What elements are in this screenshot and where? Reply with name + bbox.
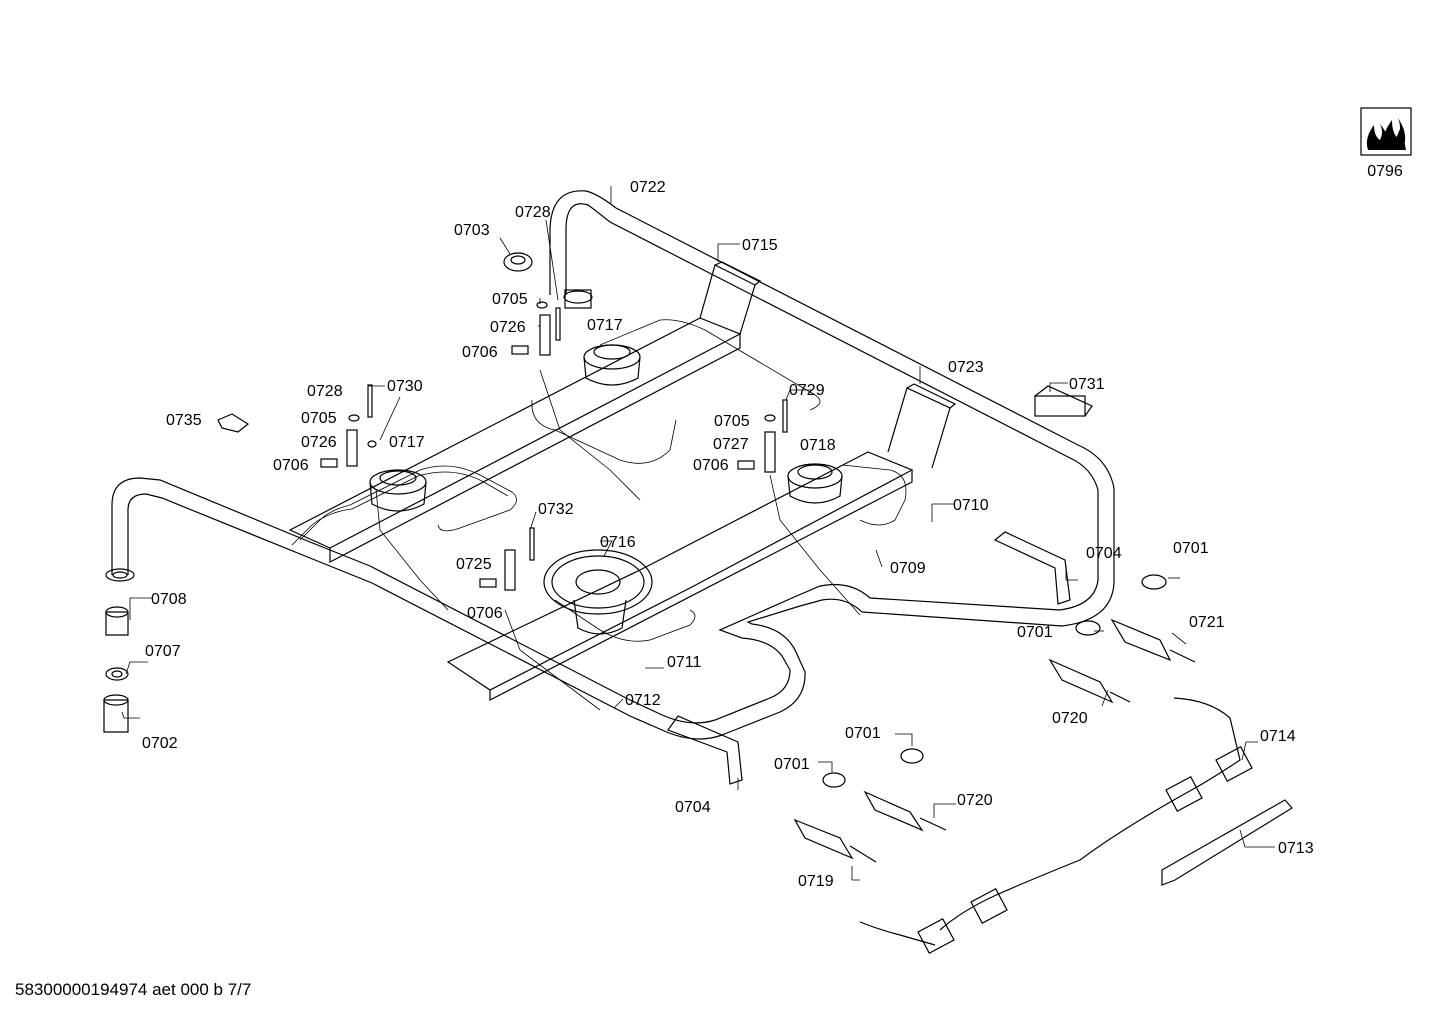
nozzle-parts	[217, 252, 1167, 788]
callout-label: 0701	[845, 725, 881, 742]
callout-label: 0729	[789, 382, 825, 399]
callout-label: 0731	[1069, 376, 1105, 393]
callout-label: 0715	[742, 237, 778, 254]
callout-label: 0706	[693, 457, 729, 474]
callout-label: 0732	[538, 501, 574, 518]
bracket-0715	[699, 261, 762, 335]
callout-label: 0704	[675, 799, 711, 816]
callout-label: 0720	[957, 792, 993, 809]
callout-label: 0735	[166, 412, 202, 429]
callout-label: 0721	[1189, 614, 1225, 631]
callout-label: 0722	[630, 179, 666, 196]
callout-label: 0708	[151, 591, 187, 608]
callout-label: 0702	[142, 735, 178, 752]
igniter-harness	[859, 697, 1253, 954]
callout-label: 0714	[1260, 728, 1296, 745]
callout-label: 0701	[774, 756, 810, 773]
washer-0707	[105, 667, 129, 681]
thermocouple-wires	[291, 319, 907, 711]
cover-strip-0713	[1161, 799, 1293, 886]
callout-label: 0712	[625, 692, 661, 709]
callout-label: 0713	[1278, 840, 1314, 857]
callout-label: 0701	[1173, 540, 1209, 557]
callout-label: 0720	[1052, 710, 1088, 727]
burner-0718	[787, 463, 843, 504]
callout-label: 0706	[462, 344, 498, 361]
callout-label: 0723	[948, 359, 984, 376]
bracket-0723	[887, 383, 957, 469]
callout-label: 0725	[456, 556, 492, 573]
callout-label: 0716	[600, 534, 636, 551]
callout-label: 0730	[387, 378, 423, 395]
callout-label: 0706	[467, 605, 503, 622]
bracket-0704-right	[993, 531, 1071, 605]
burner-0716-wok	[543, 549, 653, 635]
callout-label: 0718	[800, 437, 836, 454]
callout-label: 0704	[1086, 545, 1122, 562]
leader-lines	[121, 186, 1275, 881]
callout-label: 0705	[714, 413, 750, 430]
icon-label-0796: 0796	[1367, 163, 1403, 180]
callout-label: 0710	[953, 497, 989, 514]
fitting-0708	[105, 606, 129, 636]
callout-label: 0717	[389, 434, 425, 451]
gas-rail-tube	[105, 190, 1115, 740]
callout-label: 0711	[667, 654, 702, 671]
callout-label: 0707	[145, 643, 181, 660]
callout-label: 0728	[515, 204, 551, 221]
fitting-0702	[103, 694, 129, 733]
callout-label: 0717	[587, 317, 623, 334]
callout-label: 0726	[490, 319, 526, 336]
callout-label: 0719	[798, 873, 834, 890]
callout-label: 0705	[492, 291, 528, 308]
callout-label: 0706	[273, 457, 309, 474]
document-number: 58300000194974 aet 000 b 7/7	[15, 980, 252, 999]
callout-label: 0701	[1017, 624, 1053, 641]
callout-label: 0703	[454, 222, 490, 239]
burner-0717-left	[369, 469, 427, 512]
burner-0717-rear	[583, 344, 641, 386]
gas-flame-icon	[1360, 107, 1412, 156]
callout-label: 0728	[307, 383, 343, 400]
callout-label: 0726	[301, 434, 337, 451]
callout-label: 0705	[301, 410, 337, 427]
bracket-0704-left	[667, 715, 743, 785]
callout-label: 0727	[713, 436, 749, 453]
gas-taps	[793, 618, 1196, 863]
callout-label: 0709	[890, 560, 926, 577]
